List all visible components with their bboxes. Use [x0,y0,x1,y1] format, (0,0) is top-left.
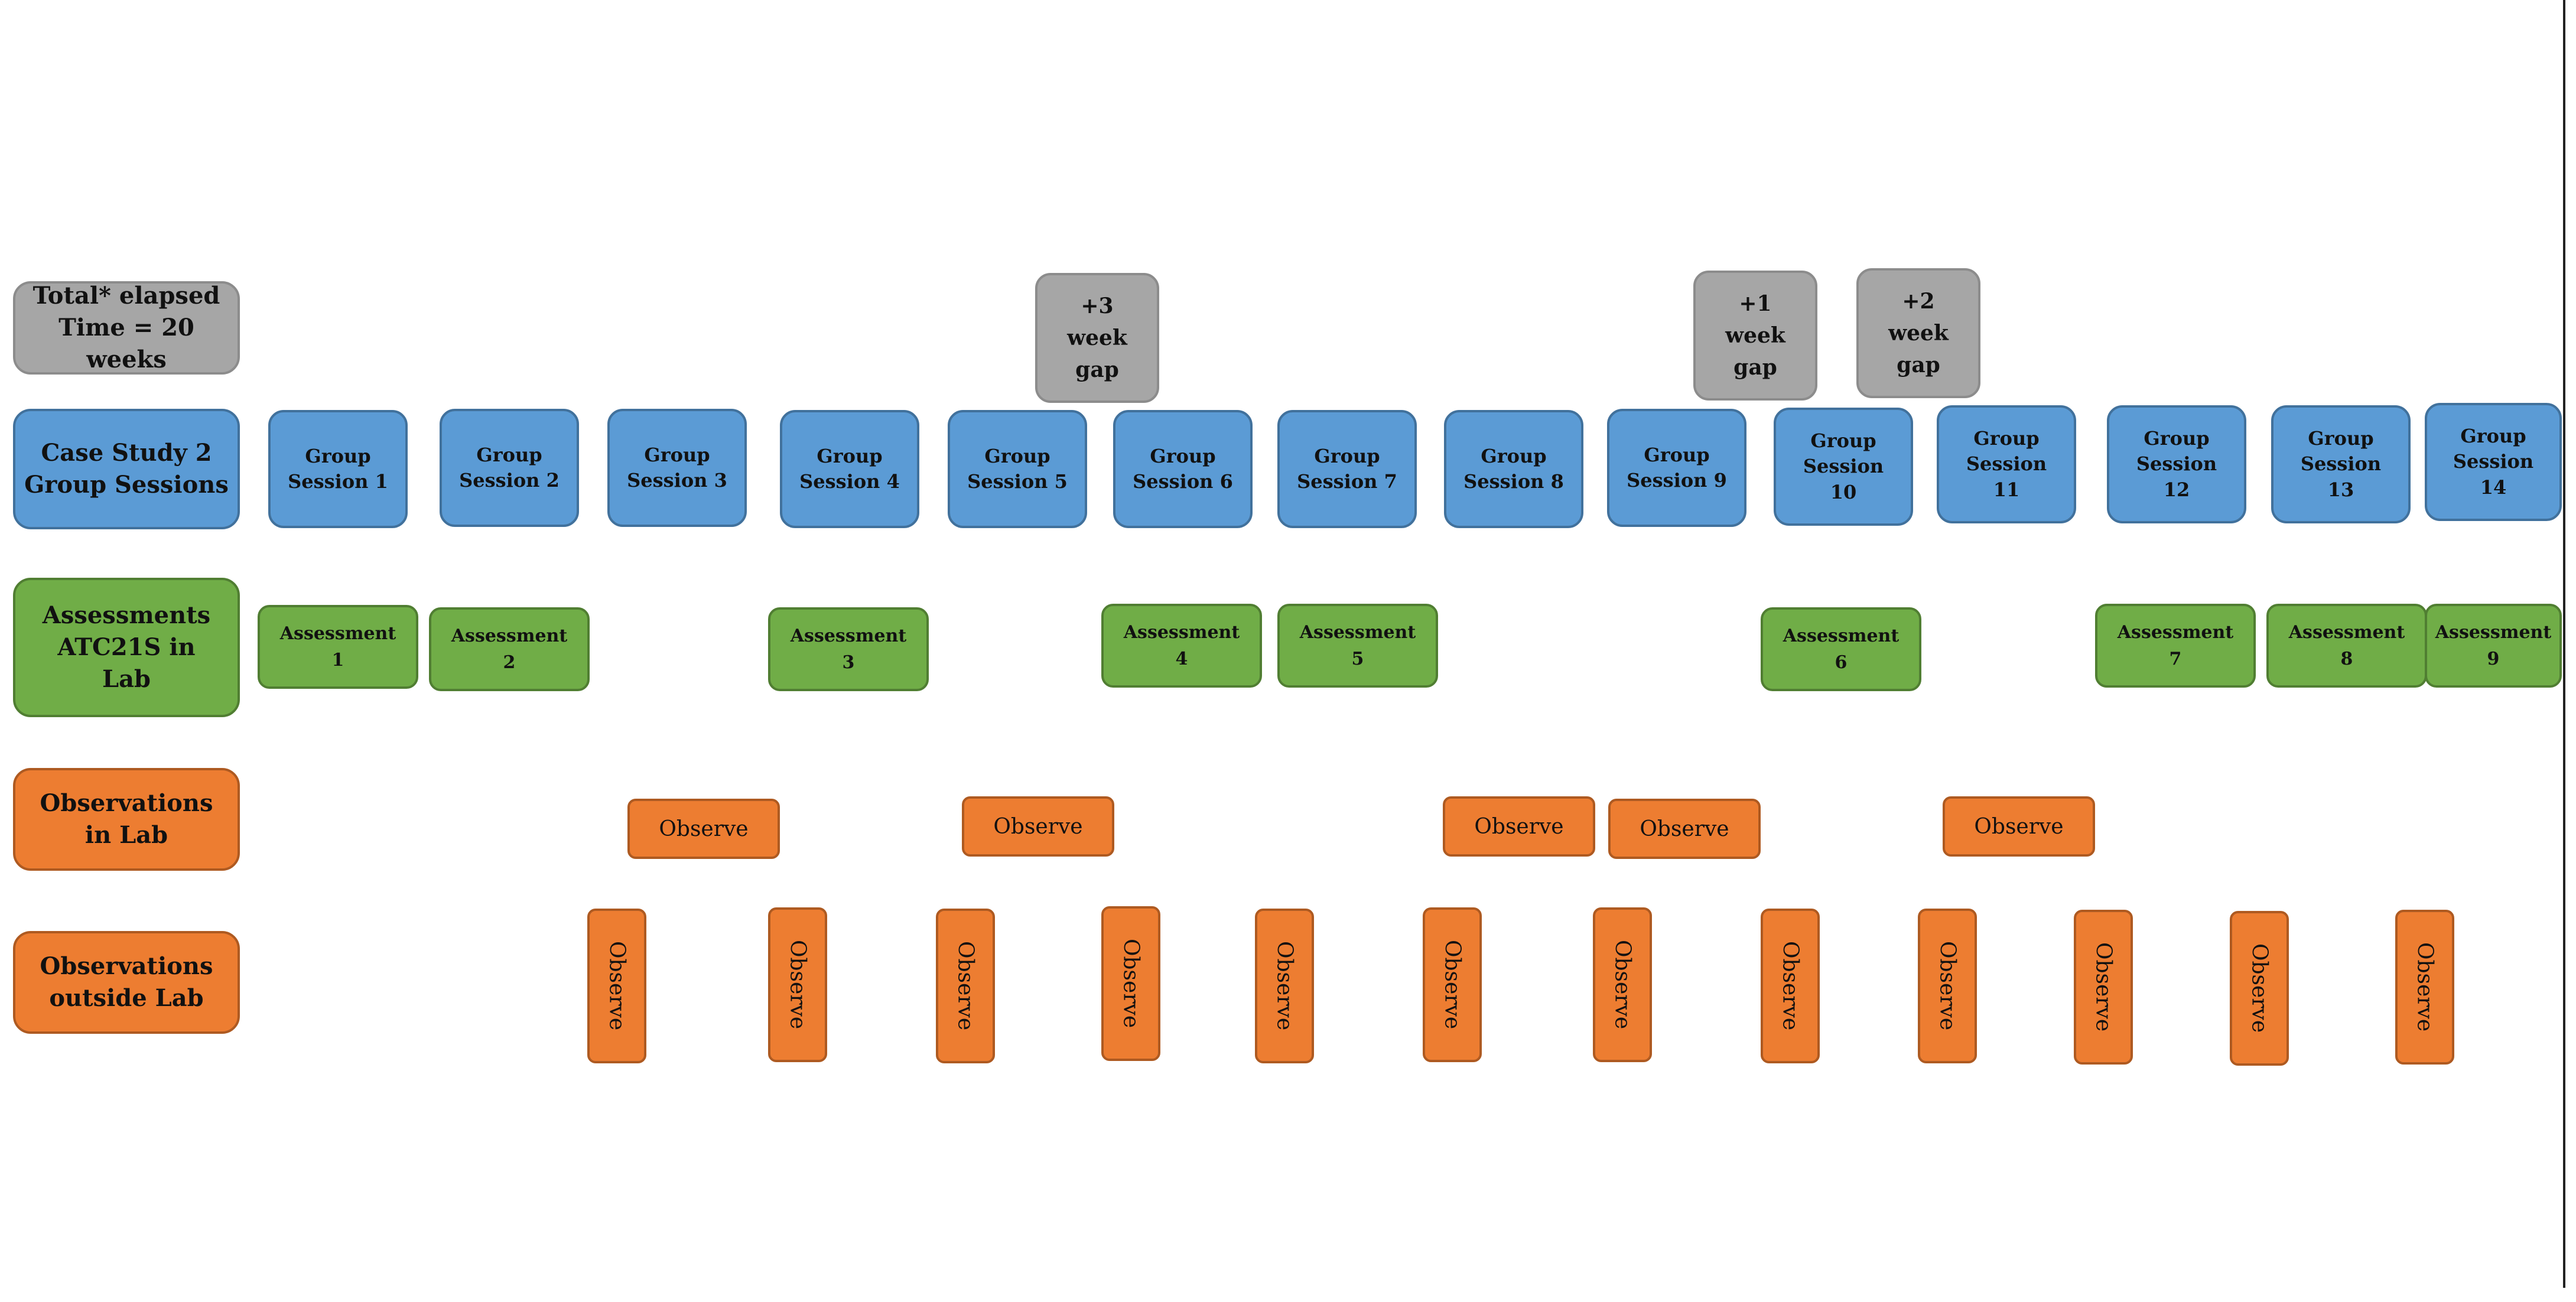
assessment-box: Assessment 4 [1101,604,1262,688]
observe-outside-lab-box: Observe [768,907,827,1062]
assessment-box: Assessment 7 [2095,604,2256,688]
group-session-box: Group Session 10 [1774,408,1913,526]
observe-outside-lab-label: Observe [2412,942,2437,1032]
observe-in-lab-box: Observe [1608,799,1761,859]
observe-outside-lab-label: Observe [1118,939,1143,1028]
observations-outside-lab-row-label: Observations outside Lab [13,931,240,1034]
observe-outside-lab-label: Observe [1440,940,1465,1030]
observe-outside-lab-label: Observe [1778,941,1803,1031]
observe-outside-lab-box: Observe [1101,906,1160,1061]
observe-outside-lab-box: Observe [587,909,646,1063]
observe-outside-lab-box: Observe [1255,909,1314,1063]
group-session-box: Group Session 14 [2425,403,2562,521]
observe-in-lab-box: Observe [1943,796,2095,857]
right-edge-line [2563,0,2565,1288]
group-session-box: Group Session 13 [2271,405,2411,523]
observe-outside-lab-box: Observe [2074,910,2133,1065]
observe-outside-lab-box: Observe [1761,909,1820,1063]
observe-outside-lab-label: Observe [1272,941,1297,1031]
observe-outside-lab-label: Observe [1935,941,1960,1031]
group-session-box: Group Session 11 [1937,405,2076,523]
week-gap-box: +2 week gap [1856,268,1980,398]
assessment-box: Assessment 9 [2425,604,2562,688]
observe-outside-lab-label: Observe [604,941,629,1031]
week-gap-box: +3 week gap [1035,273,1159,403]
observe-outside-lab-box: Observe [2230,911,2289,1066]
group-session-box: Group Session 4 [780,410,919,528]
observations-in-lab-row-label: Observations in Lab [13,768,240,871]
assessment-box: Assessment 2 [429,607,590,691]
group-session-box: Group Session 1 [268,410,408,528]
group-session-box: Group Session 8 [1444,410,1583,528]
observe-outside-lab-label: Observe [785,940,810,1030]
week-gap-box: +1 week gap [1693,271,1817,401]
observe-outside-lab-box: Observe [2395,910,2454,1065]
group-session-box: Group Session 7 [1277,410,1417,528]
observe-outside-lab-box: Observe [1423,907,1482,1062]
observe-outside-lab-label: Observe [2247,943,2272,1033]
group-sessions-row-label: Case Study 2 Group Sessions [13,409,240,529]
observe-outside-lab-box: Observe [936,909,995,1063]
assessment-box: Assessment 3 [768,607,929,691]
assessment-box: Assessment 1 [258,605,418,689]
observe-outside-lab-label: Observe [953,941,978,1031]
observe-outside-lab-box: Observe [1593,907,1652,1062]
observe-in-lab-box: Observe [1443,796,1595,857]
total-time-label: Total* elapsed Time = 20 weeks [13,281,240,375]
group-session-box: Group Session 5 [948,410,1087,528]
group-session-box: Group Session 9 [1607,409,1746,527]
assessment-box: Assessment 6 [1761,607,1921,691]
observe-outside-lab-box: Observe [1918,909,1977,1063]
observe-outside-lab-label: Observe [1610,940,1635,1030]
assessment-box: Assessment 8 [2266,604,2427,688]
group-session-box: Group Session 12 [2107,405,2246,523]
group-session-box: Group Session 3 [607,409,747,527]
assessment-box: Assessment 5 [1277,604,1438,688]
observe-outside-lab-label: Observe [2091,942,2116,1032]
observe-in-lab-box: Observe [627,799,780,859]
assessments-row-label: Assessments ATC21S in Lab [13,578,240,717]
group-session-box: Group Session 6 [1113,410,1253,528]
observe-in-lab-box: Observe [962,796,1114,857]
group-session-box: Group Session 2 [440,409,579,527]
